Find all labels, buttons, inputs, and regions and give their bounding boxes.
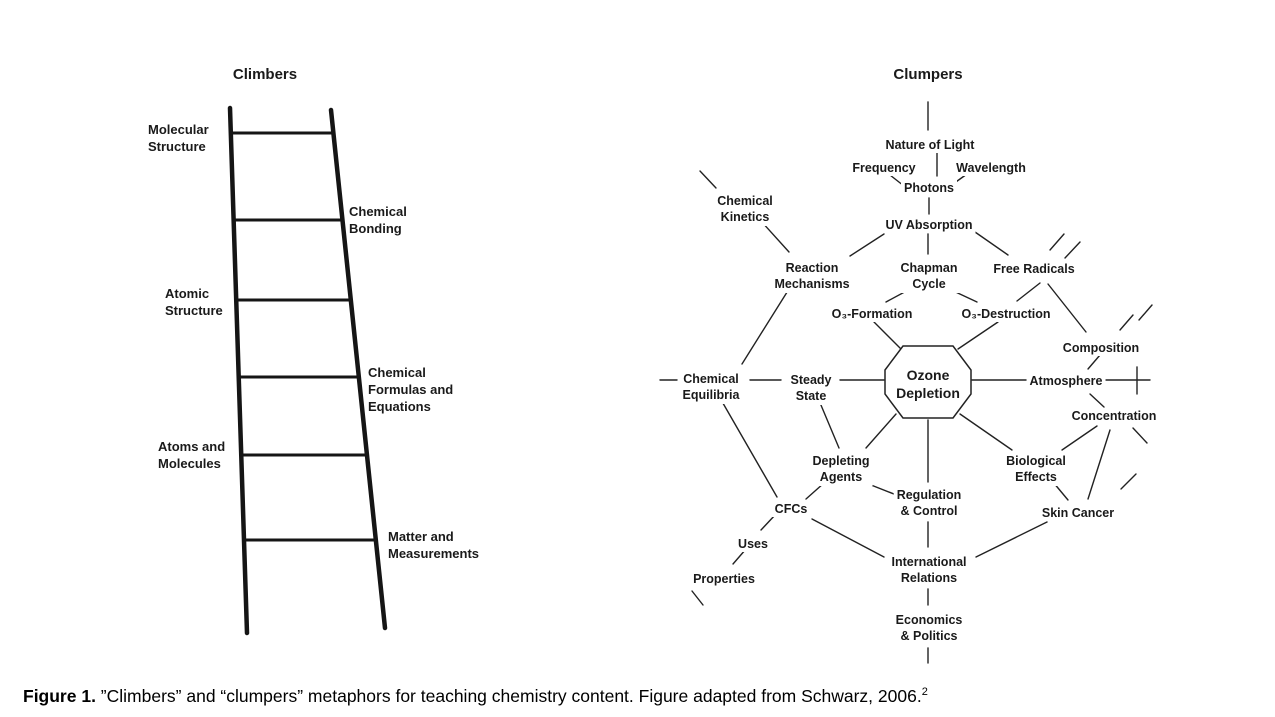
node-chemical-equilibria: Chemical Equilibria	[679, 371, 743, 404]
node-chapman-cycle: Chapman Cycle	[897, 260, 961, 293]
figure-caption-footnote-marker: 2	[921, 686, 928, 699]
ladder-label-atomic-structure: Atomic Structure	[165, 286, 223, 319]
clumpers-title: Clumpers	[893, 66, 963, 83]
ladder-label-chemical-formulas: Chemical Formulas and Equations	[368, 365, 454, 415]
concept-web-lines	[659, 101, 1153, 664]
node-depleting-agents: Depleting Agents	[809, 453, 873, 486]
node-steady-state: Steady State	[787, 372, 835, 405]
ladder-label-chemical-bonding: Chemical Bonding	[349, 204, 407, 237]
ladder-label-atoms-molecules: Atoms and Molecules	[158, 439, 226, 472]
ladder-label-matter-measurements: Matter and Measurements	[388, 529, 480, 562]
node-free-radicals: Free Radicals	[990, 261, 1078, 278]
figure-caption: Figure 1. ”Climbers” and “clumpers” meta…	[23, 686, 928, 707]
node-o3-formation: O₃-Formation	[828, 306, 916, 323]
node-chemical-kinetics: Chemical Kinetics	[714, 193, 776, 226]
node-regulation-control: Regulation & Control	[893, 487, 965, 520]
node-wavelength: Wavelength	[953, 160, 1029, 177]
node-skin-cancer: Skin Cancer	[1038, 505, 1118, 522]
ozone-octagon	[884, 345, 972, 419]
node-uses: Uses	[735, 536, 771, 553]
node-properties: Properties	[690, 571, 758, 588]
node-atmosphere: Atmosphere	[1026, 373, 1106, 390]
node-nature-of-light: Nature of Light	[882, 137, 978, 154]
figure-caption-text: ”Climbers” and “clumpers” metaphors for …	[95, 686, 922, 706]
node-photons: Photons	[901, 180, 957, 197]
ladder	[227, 105, 388, 636]
ladder-label-molecular-structure: Molecular Structure	[148, 122, 209, 155]
node-uv-absorption: UV Absorption	[882, 217, 976, 234]
node-international-relations: International Relations	[888, 554, 970, 587]
node-cfcs: CFCs	[771, 501, 811, 518]
figure-caption-label: Figure 1.	[23, 686, 96, 706]
node-o3-destruction: O₃-Destruction	[958, 306, 1054, 323]
node-ozone-depletion: Ozone Depletion	[896, 367, 960, 402]
node-biological-effects: Biological Effects	[1003, 453, 1069, 486]
node-composition: Composition	[1059, 340, 1143, 357]
node-frequency: Frequency	[849, 160, 919, 177]
climbers-title: Climbers	[232, 66, 298, 83]
node-reaction-mechanisms: Reaction Mechanisms	[771, 260, 853, 293]
node-concentration: Concentration	[1068, 408, 1160, 425]
node-economics-politics: Economics & Politics	[892, 612, 966, 645]
